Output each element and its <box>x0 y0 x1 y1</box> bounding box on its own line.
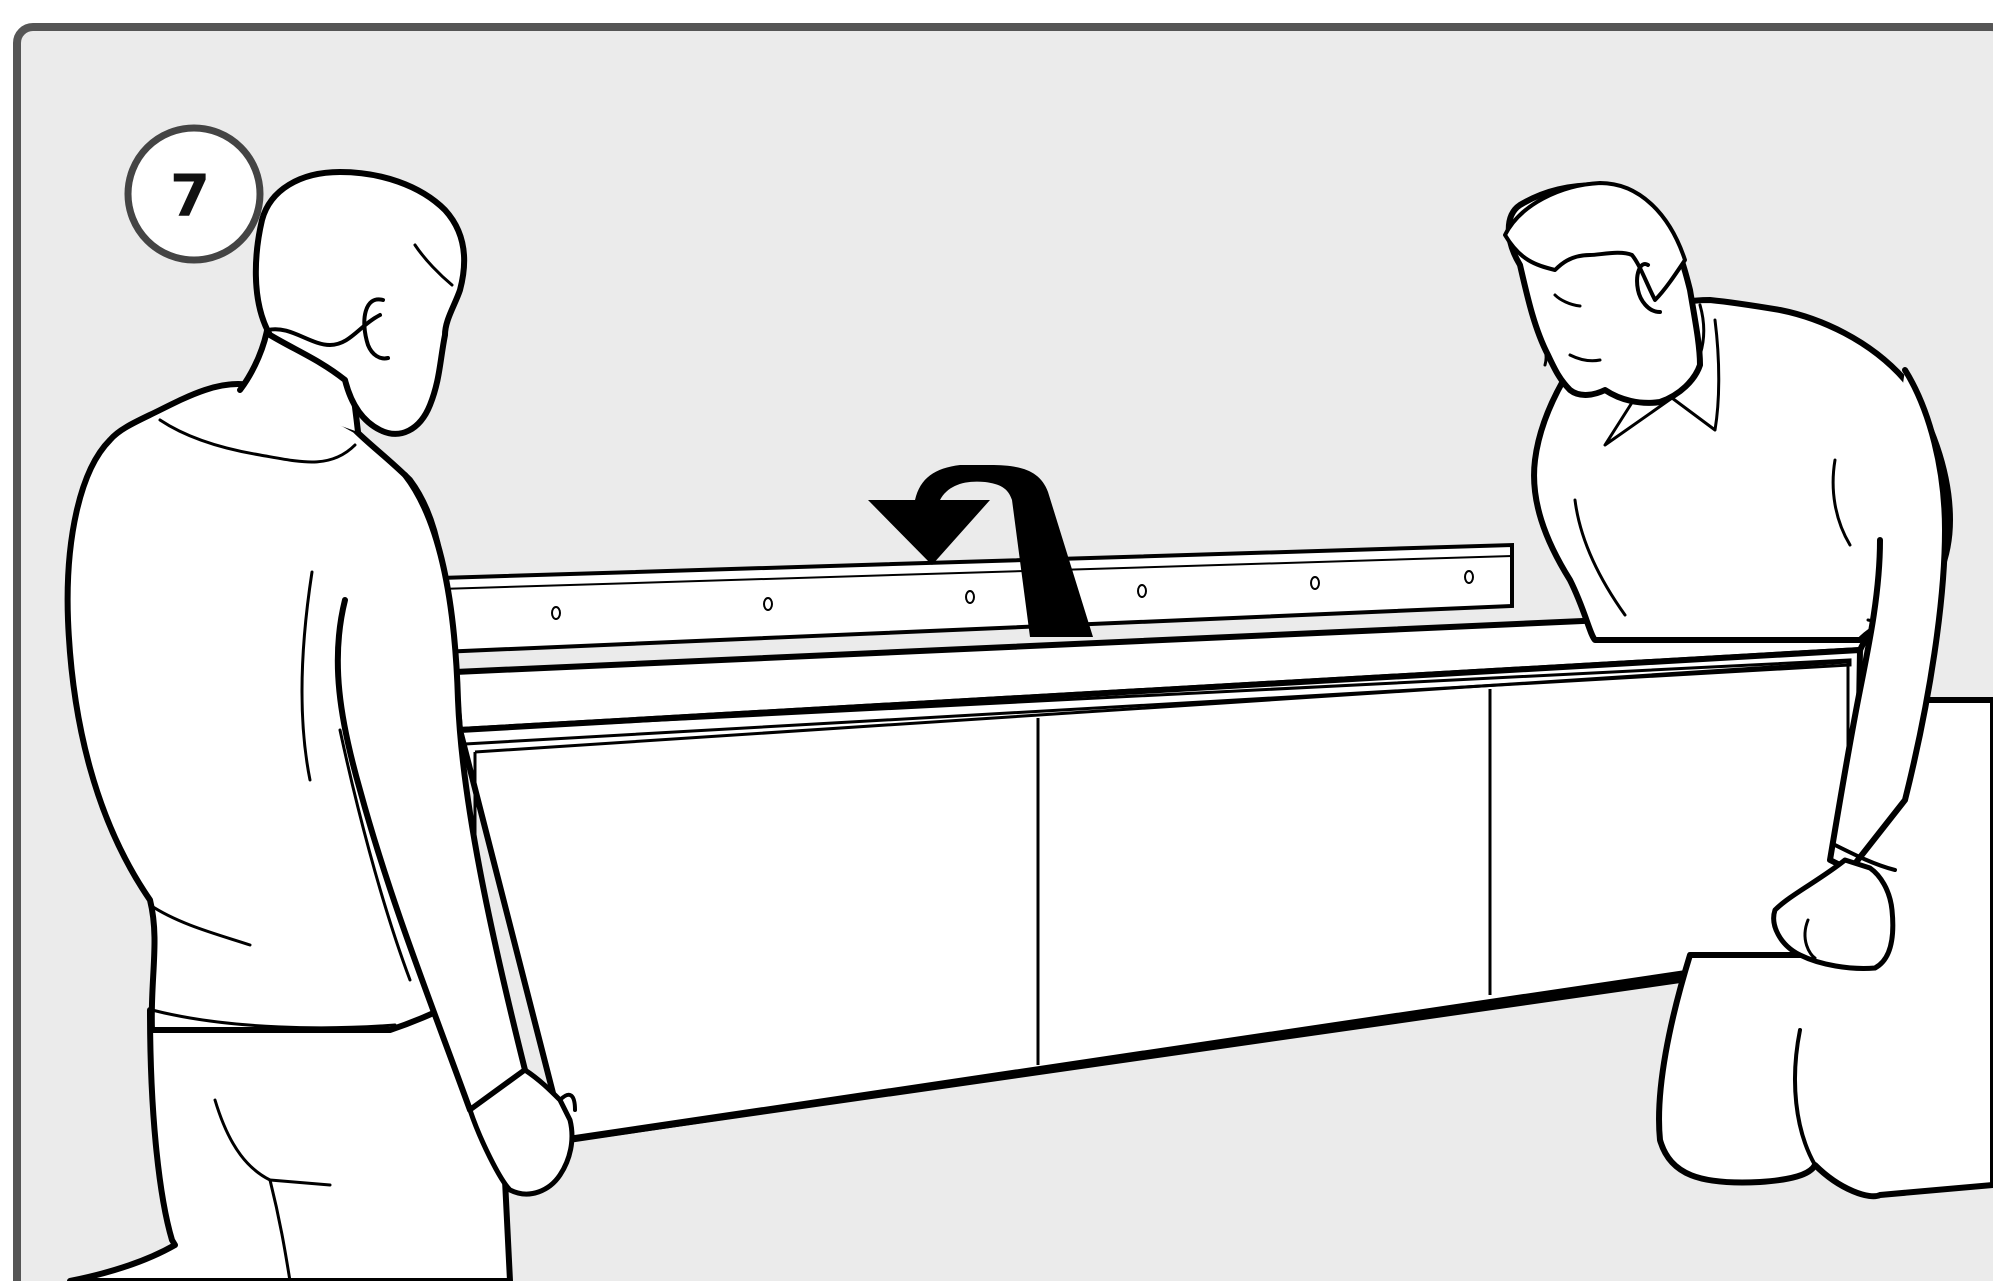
step-number: 7 <box>170 162 210 230</box>
step-badge: 7 <box>128 128 260 260</box>
